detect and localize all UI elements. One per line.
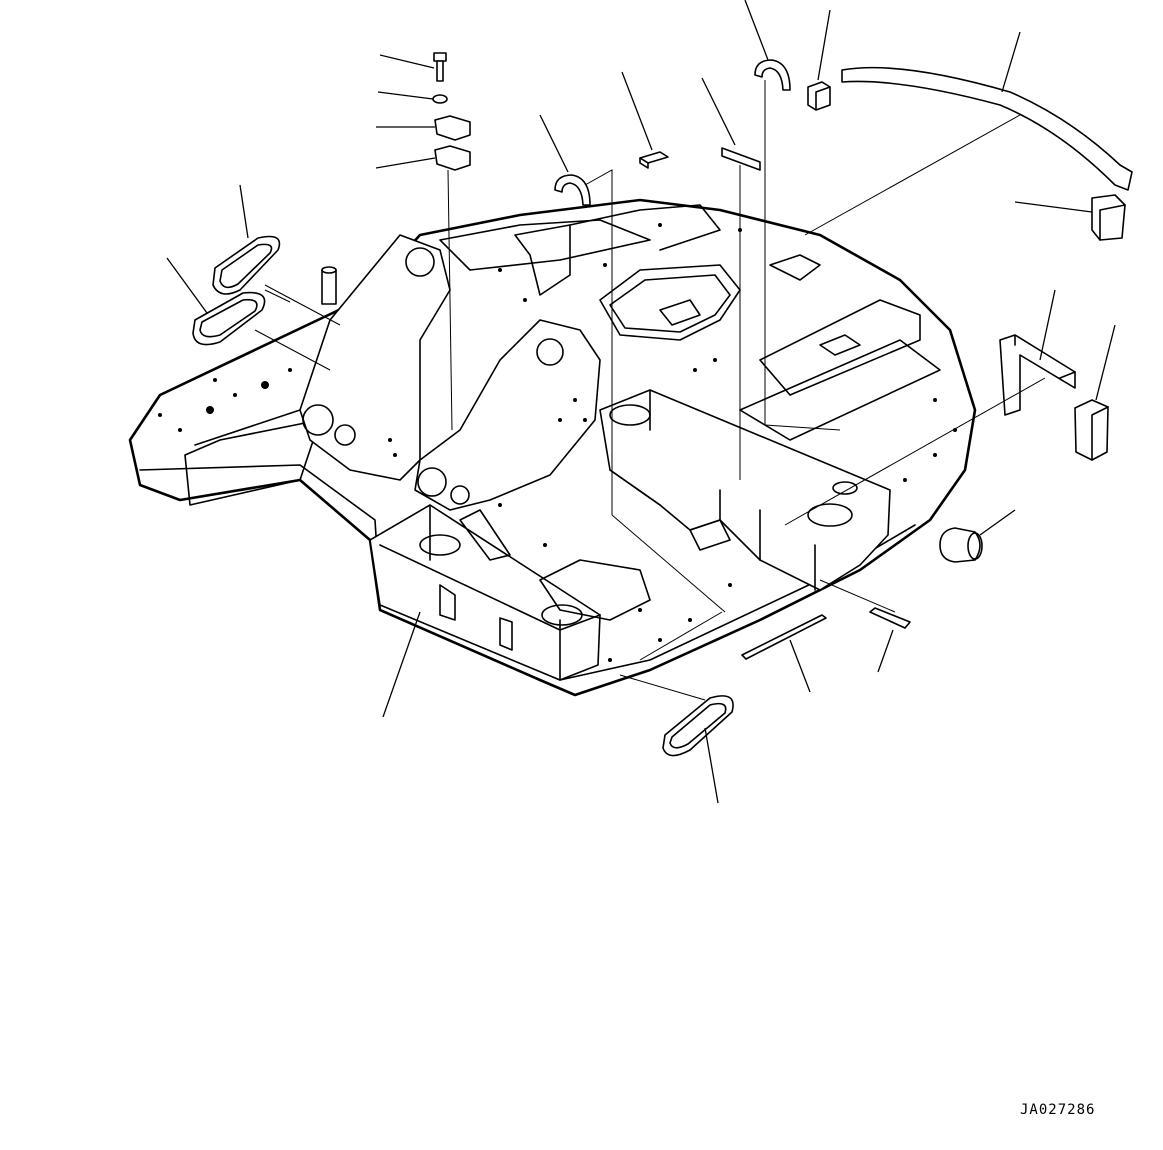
front-box-hole-left (419, 534, 461, 556)
center-beam-hole-front (609, 404, 651, 426)
boom-bracket-right (414, 319, 601, 511)
oval-seal-upper-left (212, 184, 341, 326)
plug-part (939, 509, 1016, 563)
oval-seal-bottom (619, 674, 734, 804)
key-bar-part (819, 579, 911, 673)
washer-part (377, 91, 448, 104)
cover-plate-lower (375, 145, 471, 171)
cover-plate-upper (376, 115, 471, 141)
rear-block-part (1014, 194, 1126, 241)
left-beam (184, 419, 321, 506)
revolving-frame (128, 198, 977, 697)
pin-part (321, 266, 337, 305)
bracket-block-part (807, 9, 831, 111)
oval-seal-lower-left (166, 257, 331, 371)
long-curved-strip (804, 31, 1133, 236)
frame-outline (128, 198, 977, 697)
rubber-block-part (1074, 324, 1116, 461)
l-bracket-part (784, 289, 1076, 526)
half-ring-clamp-top (744, 0, 791, 425)
long-thin-strip (741, 614, 827, 693)
frame-holes (158, 223, 957, 662)
front-box-section (369, 504, 601, 681)
bolt-part (379, 52, 447, 82)
angle-strip-part (701, 77, 761, 480)
frame-leader (382, 611, 421, 718)
drawing-reference-code: JA027286 (1020, 1102, 1096, 1118)
half-ring-clamp-center (539, 114, 613, 515)
center-beam-hole-rear (807, 503, 853, 527)
small-block-part (621, 71, 669, 169)
swing-opening (599, 264, 741, 341)
